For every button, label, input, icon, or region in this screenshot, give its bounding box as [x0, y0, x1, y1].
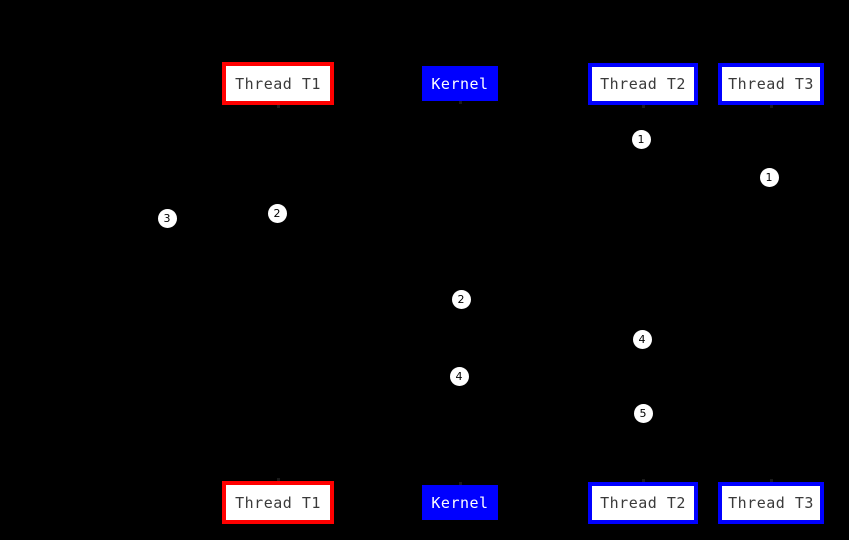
- lifeline-t1: [278, 105, 279, 481]
- participant-label: Thread T3: [728, 494, 814, 512]
- sequence-marker-2-thread-t1: 2: [267, 203, 287, 223]
- participant-box-t2[interactable]: Thread T2: [588, 63, 698, 105]
- participant-box-t3[interactable]: Thread T3: [718, 63, 824, 105]
- lifeline-t3: [771, 105, 772, 482]
- sequence-marker-3-thread-t1-left: 3: [157, 208, 177, 228]
- participant-box-t2b[interactable]: Thread T2: [588, 482, 698, 524]
- participant-label: Thread T1: [235, 493, 321, 512]
- participant-label: Thread T2: [600, 494, 686, 512]
- lifeline-t2: [643, 105, 644, 482]
- participant-box-t1b[interactable]: Thread T1: [222, 481, 334, 524]
- participant-box-t3b[interactable]: Thread T3: [718, 482, 824, 524]
- lifeline-stub-t2: [642, 104, 645, 108]
- participant-box-kernel[interactable]: Kernel: [422, 66, 498, 101]
- participant-box-kernelb[interactable]: Kernel: [422, 485, 498, 520]
- participant-label: Kernel: [431, 493, 489, 512]
- sequence-marker-1-thread-t2: 1: [631, 129, 651, 149]
- participant-box-t1[interactable]: Thread T1: [222, 62, 334, 105]
- sequence-marker-5-thread-t2: 5: [633, 403, 653, 423]
- lifeline-stub-bottom-t3: [770, 479, 773, 483]
- sequence-marker-4-thread-t2: 4: [632, 329, 652, 349]
- sequence-marker-1-thread-t3: 1: [759, 167, 779, 187]
- sequence-marker-2-kernel: 2: [451, 289, 471, 309]
- participant-label: Thread T1: [235, 74, 321, 93]
- lifeline-stub-bottom-t2: [642, 479, 645, 483]
- lifeline-stub-bottom-t1: [277, 478, 280, 482]
- participant-label: Kernel: [431, 74, 489, 93]
- lifeline-stub-t1: [277, 104, 280, 108]
- participant-label: Thread T3: [728, 75, 814, 93]
- lifeline-stub-t3: [770, 104, 773, 108]
- sequence-marker-4-kernel: 4: [449, 366, 469, 386]
- lifeline-stub-bottom-kernel: [459, 482, 462, 486]
- participant-label: Thread T2: [600, 75, 686, 93]
- lifeline-stub-kernel: [459, 100, 462, 104]
